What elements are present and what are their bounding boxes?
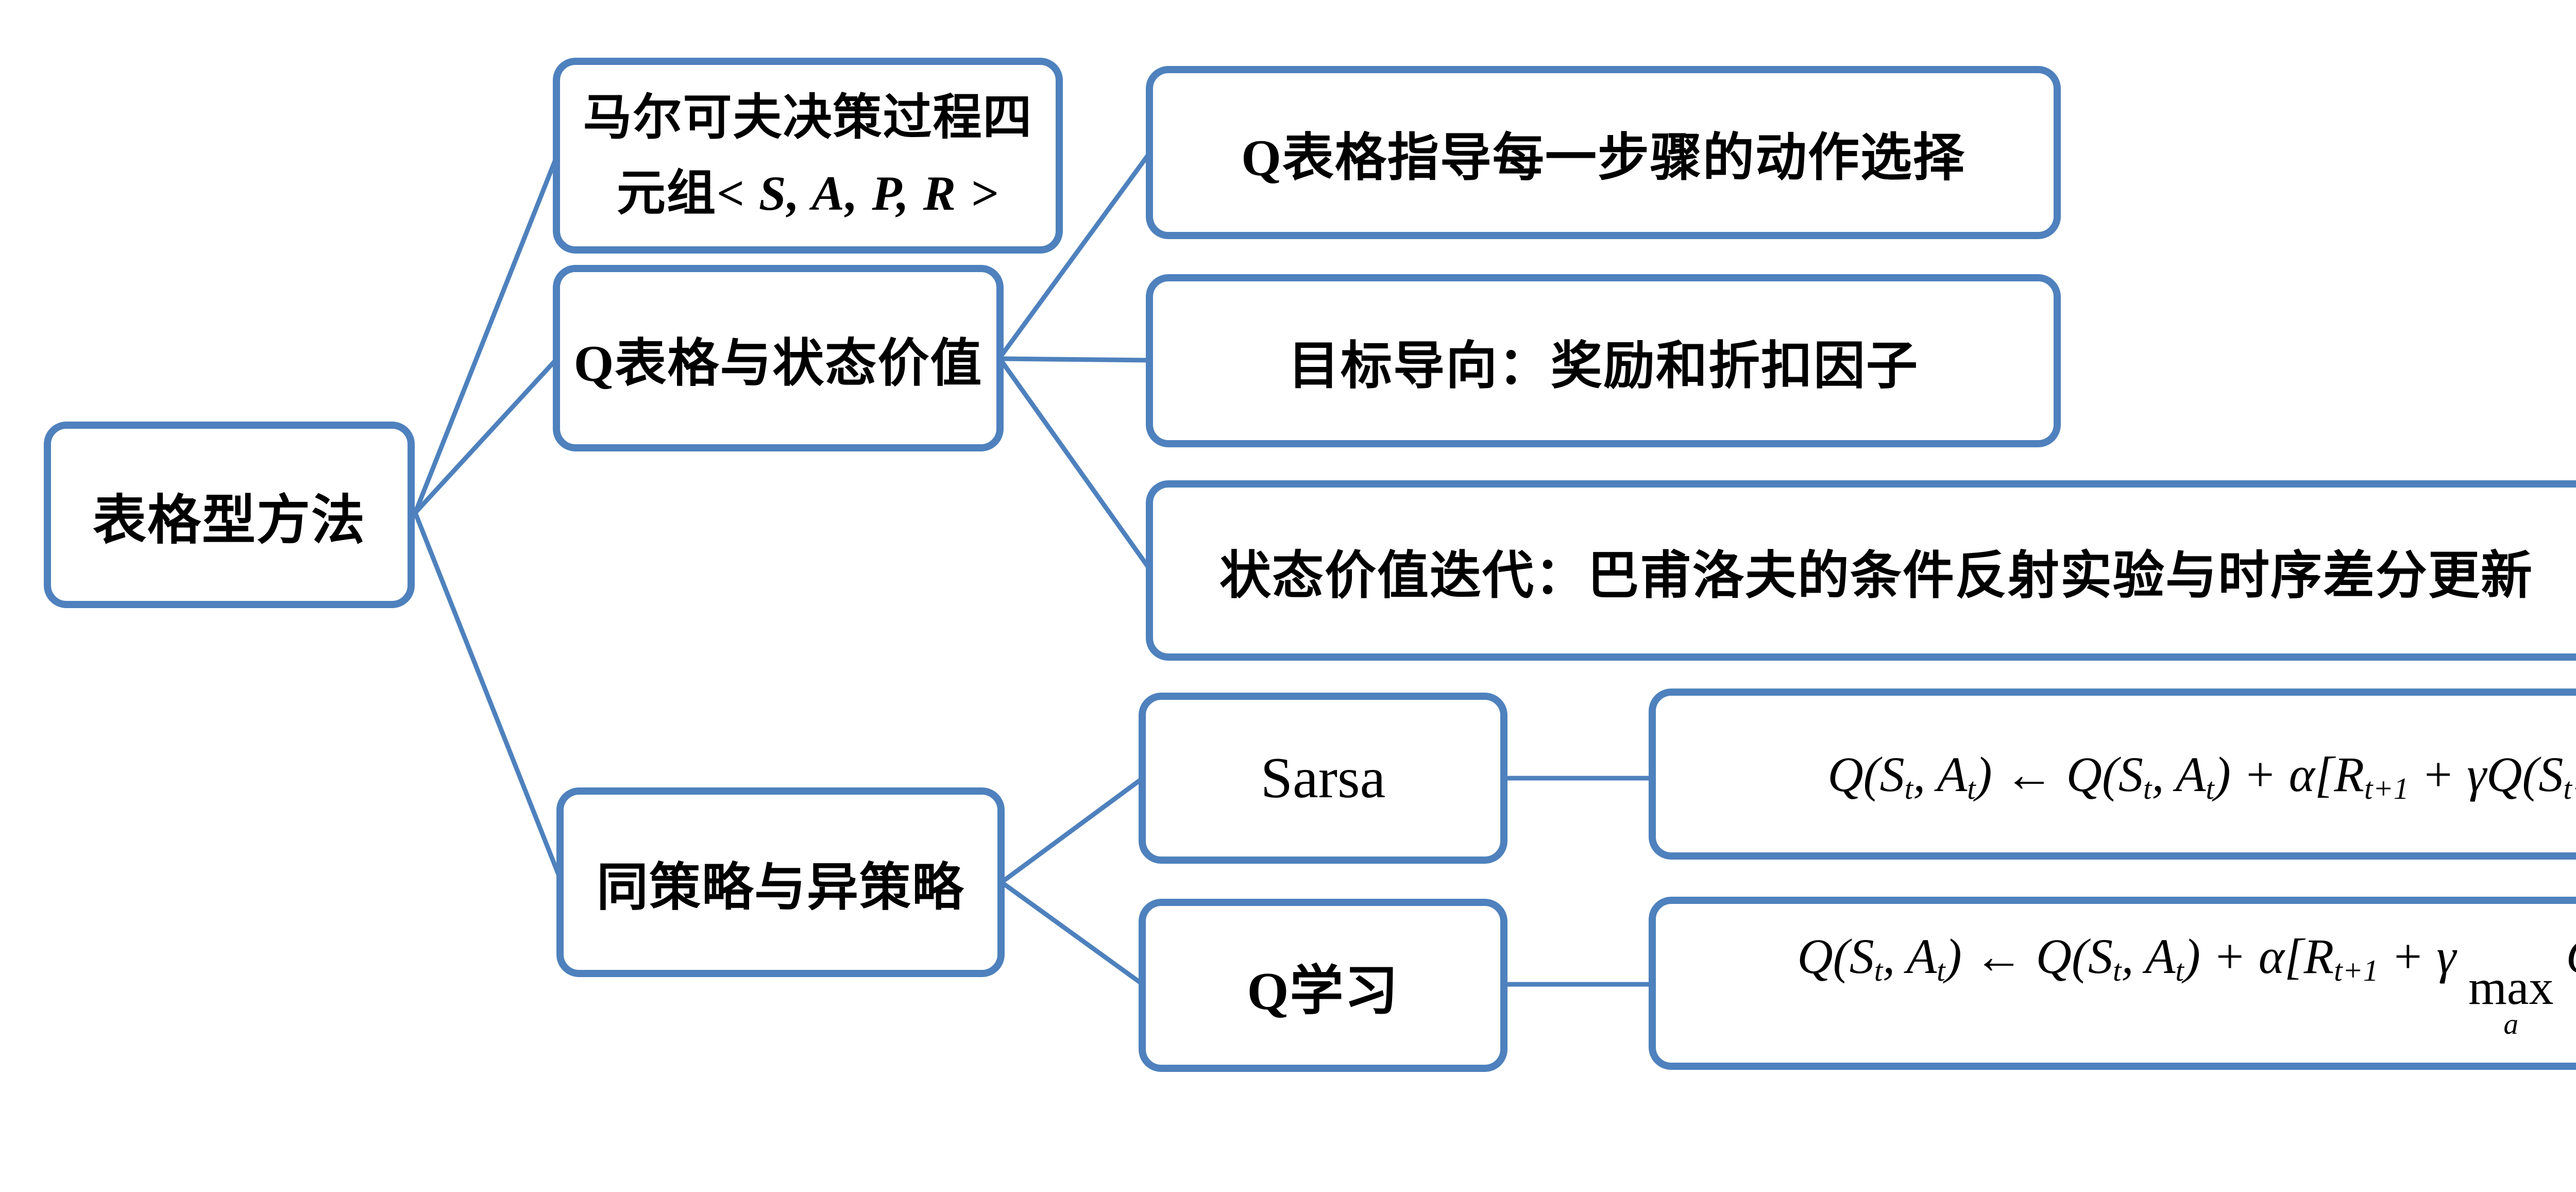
node-label: 状态价值迭代：巴甫洛夫的条件反射实验与时序差分更新 bbox=[1219, 547, 2533, 605]
node-label: Sarsa bbox=[1260, 746, 1386, 810]
connector-root-to-mdp bbox=[413, 152, 560, 515]
node-label: Q表格指导每一步骤的动作选择 bbox=[1241, 129, 1965, 187]
node-q-table-action-selection: Q表格指导每一步骤的动作选择 bbox=[1146, 66, 2061, 239]
node-sarsa: Sarsa bbox=[1139, 693, 1507, 864]
node-label-line2: 元组< S, A, P, R > bbox=[617, 156, 999, 231]
connector-root-to-policy bbox=[413, 510, 564, 885]
node-label-line2-prefix: 元组 bbox=[616, 166, 717, 221]
node-label: Q学习 bbox=[1247, 961, 1399, 1021]
connector-root-to-qtable bbox=[413, 356, 560, 515]
node-q-learning: Q学习 bbox=[1139, 899, 1507, 1072]
connector-policy-to-sarsa bbox=[999, 776, 1145, 885]
node-goal-oriented-reward-discount: 目标导向：奖励和折扣因子 bbox=[1146, 274, 2061, 447]
mdp-tuple-math: < S, A, P, R > bbox=[716, 166, 999, 221]
node-label-line1: 马尔可夫决策过程四 bbox=[583, 90, 1033, 145]
node-label: Q表格与状态价值 bbox=[573, 334, 983, 392]
node-on-policy-off-policy: 同策略与异策略 bbox=[556, 787, 1005, 977]
root-node-tabular-methods: 表格型方法 bbox=[44, 422, 415, 608]
node-mdp-tuple: 马尔可夫决策过程四 元组< S, A, P, R > bbox=[553, 58, 1063, 254]
node-label: 表格型方法 bbox=[92, 491, 366, 550]
connector-qtable-to-child2 bbox=[997, 356, 1153, 363]
node-state-value-iteration: 状态价值迭代：巴甫洛夫的条件反射实验与时序差分更新 bbox=[1146, 480, 2576, 661]
connector-qtable-to-child1 bbox=[997, 150, 1153, 361]
node-q-table-state-value: Q表格与状态价值 bbox=[553, 265, 1004, 451]
node-sarsa-formula: Q(St, At) ← Q(St, At) + α[Rt+1 + γQ(St+1… bbox=[1649, 689, 2576, 860]
node-label: 目标导向：奖励和折扣因子 bbox=[1288, 337, 1919, 395]
sarsa-update-formula: Q(St, At) ← Q(St, At) + α[Rt+1 + γQ(St+1… bbox=[1827, 746, 2576, 805]
connector-policy-to-qlearning bbox=[999, 880, 1145, 987]
node-label: 同策略与异策略 bbox=[597, 859, 964, 916]
connector-qtable-to-child3 bbox=[997, 356, 1153, 572]
